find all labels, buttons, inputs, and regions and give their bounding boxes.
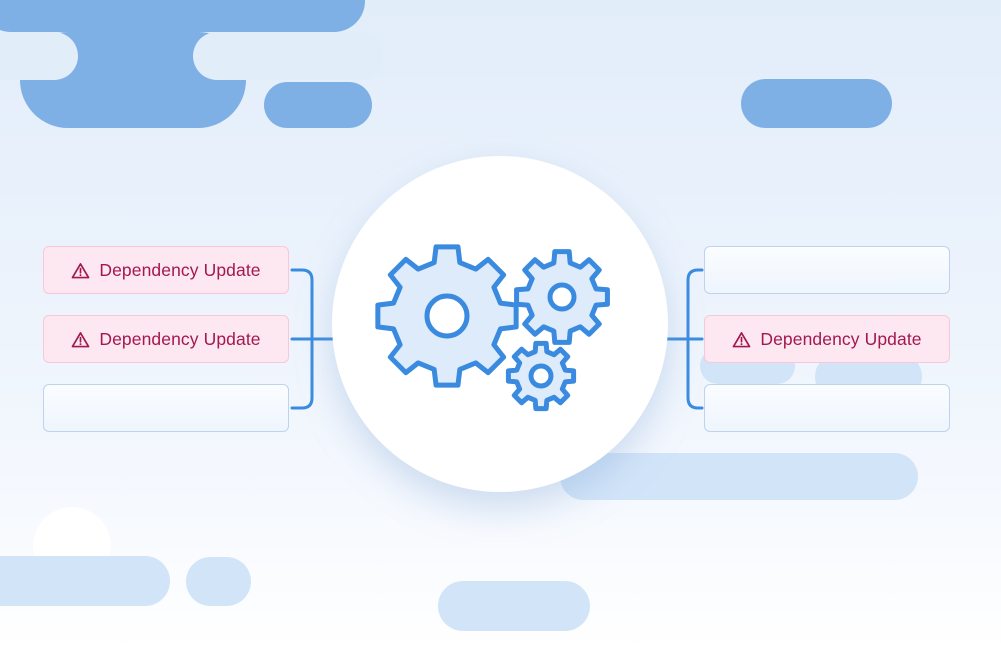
right-box-3 xyxy=(704,384,950,432)
right-box-2-label: Dependency Update xyxy=(760,328,922,349)
right-box-1 xyxy=(704,246,950,294)
left-box-1: Dependency Update xyxy=(43,246,289,294)
small-gear-icon xyxy=(505,340,577,412)
left-box-2: Dependency Update xyxy=(43,315,289,363)
cloud-notches xyxy=(0,32,383,80)
warning-triangle-icon xyxy=(732,331,751,347)
gearLarge-hole xyxy=(424,293,470,339)
warning-triangle-icon xyxy=(71,262,90,278)
warning-triangle-icon xyxy=(71,331,90,347)
medium-gear-icon xyxy=(514,249,610,345)
right-connector xyxy=(662,268,704,410)
left-box-3 xyxy=(43,384,289,432)
cloud-small-left xyxy=(264,82,372,128)
cloud-bottom-left xyxy=(0,507,251,606)
cloud-top-right xyxy=(741,79,892,128)
left-box-1-label: Dependency Update xyxy=(99,259,261,280)
left-box-2-label: Dependency Update xyxy=(99,328,261,349)
large-gear-icon xyxy=(375,244,519,388)
gearSmall-hole xyxy=(528,363,554,389)
gearMedium-hole xyxy=(547,282,577,312)
gears-icon xyxy=(375,244,610,412)
left-connector xyxy=(290,268,338,410)
right-box-2: Dependency Update xyxy=(704,315,950,363)
cloud-bottom-center xyxy=(438,581,590,631)
